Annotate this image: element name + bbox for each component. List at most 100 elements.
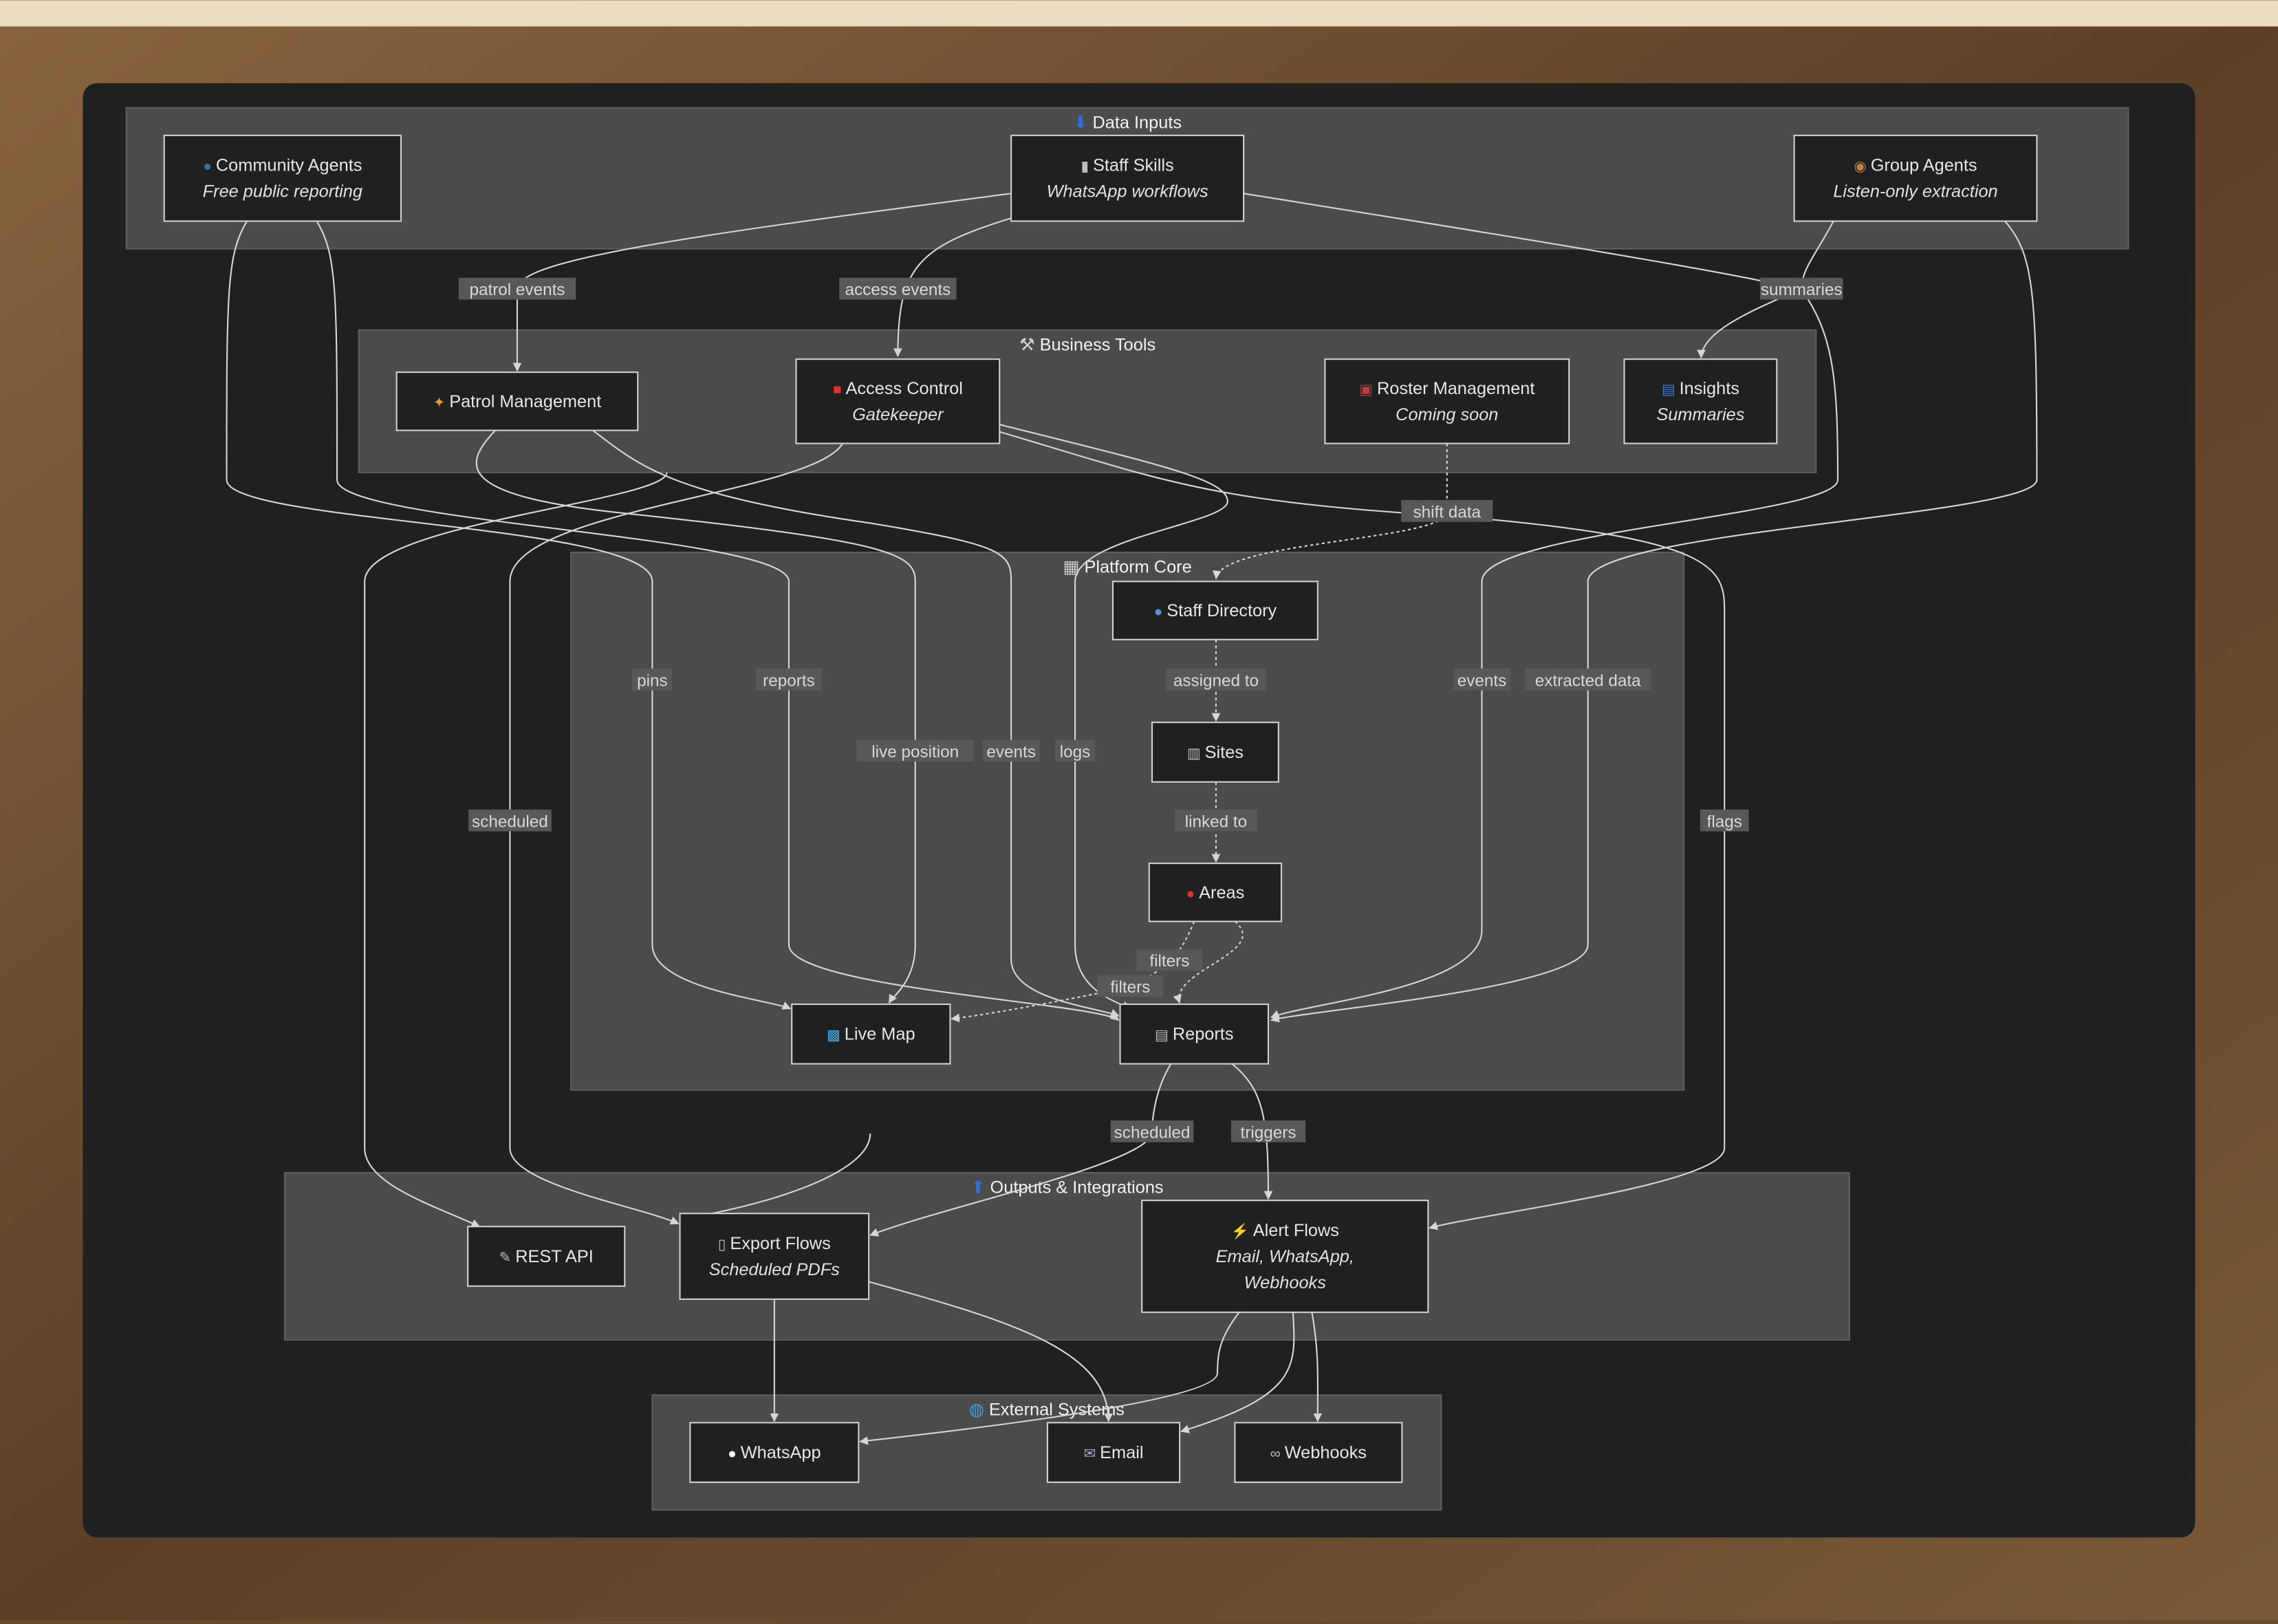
edge-label: scheduled [1110, 1120, 1194, 1143]
svg-text:▥ Sites: ▥ Sites [1187, 743, 1244, 762]
map-icon: ▩ [827, 1028, 845, 1043]
document-icon: ▯ [718, 1237, 730, 1253]
node-livemap[interactable]: ▩ Live Map [791, 1003, 951, 1065]
node-title: Sites [1205, 743, 1244, 762]
edge-label-text: assigned to [1173, 671, 1259, 690]
node-subtitle: Free public reporting [203, 182, 362, 202]
svg-text:▤ Reports: ▤ Reports [1155, 1025, 1234, 1044]
edge-label-text: scheduled [1114, 1123, 1191, 1142]
pin-icon: ● [1186, 886, 1199, 902]
link-icon: ∞ [1270, 1446, 1285, 1462]
outbox-tray-icon: ⬆ [970, 1178, 990, 1198]
top-wall [0, 0, 2278, 27]
edge-community-to-livemap [226, 220, 792, 1010]
edge-label-text: extracted data [1535, 671, 1641, 690]
node-reports[interactable]: ▤ Reports [1119, 1003, 1270, 1065]
edge-label-text: shift data [1413, 503, 1482, 521]
svg-text:⚒ Business Tools: ⚒ Business Tools [1019, 335, 1156, 354]
node-patrol[interactable]: ✦ Patrol Management [395, 371, 639, 431]
calendar-icon: ▣ [1359, 382, 1377, 398]
svg-text:▯ Export Flows: ▯ Export Flows [718, 1234, 831, 1253]
bar-chart-icon: ▤ [1662, 382, 1680, 398]
edge-label-text: scheduled [472, 812, 548, 831]
node-title: Community Agents [216, 156, 362, 175]
svg-text:✎ REST API: ✎ REST API [499, 1247, 594, 1266]
office-building-icon: ▥ [1187, 746, 1205, 761]
node-title: Reports [1173, 1025, 1234, 1044]
node-webhooks[interactable]: ∞ Webhooks [1234, 1422, 1403, 1483]
edge-label: events [1453, 669, 1511, 691]
edge-label: filters [1136, 949, 1203, 971]
edge-label-text: summaries [1761, 281, 1843, 299]
edge-label: flags [1700, 809, 1749, 832]
node-subtitle: Webhooks [1244, 1273, 1327, 1292]
node-title: WhatsApp [741, 1443, 821, 1462]
inbox-tray-icon: ⬇ [1073, 113, 1092, 132]
speech-bubble-icon: ● [728, 1446, 741, 1462]
car-icon: ■ [833, 382, 846, 398]
node-title: Patrol Management [449, 392, 601, 411]
svg-text:✦ Patrol Management: ✦ Patrol Management [433, 392, 602, 411]
node-title: Alert Flows [1253, 1221, 1339, 1240]
edge-label: pins [632, 669, 673, 691]
svg-text:⬇ Data Inputs: ⬇ Data Inputs [1073, 113, 1182, 132]
edge-areas-to-reports [1173, 920, 1244, 1004]
walking-person-icon: ✦ [433, 395, 450, 411]
node-email[interactable]: ✉ Email [1046, 1422, 1181, 1483]
svg-text:∞ Webhooks: ∞ Webhooks [1270, 1443, 1367, 1462]
plug-icon: ✎ [499, 1250, 516, 1266]
cluster-title: Outputs & Integrations [990, 1178, 1164, 1198]
edge-label: patrol events [458, 277, 576, 300]
svg-text:● Areas: ● Areas [1186, 883, 1244, 902]
edge-access-to-alert [999, 431, 1726, 1231]
node-subtitle: Summaries [1656, 405, 1744, 424]
edge-label: events [982, 739, 1040, 762]
edge-label: shift data [1401, 500, 1493, 522]
hammer-wrench-icon: ⚒ [1019, 335, 1040, 354]
node-restapi[interactable]: ✎ REST API [467, 1226, 626, 1287]
svg-text:● Community Agents: ● Community Agents [203, 156, 362, 175]
globe-icon: ◍ [969, 1400, 989, 1420]
node-title: Group Agents [1871, 156, 1977, 175]
node-title: Export Flows [730, 1234, 830, 1253]
edge-reports-to-alert [1231, 1063, 1273, 1200]
edge-label: linked to [1174, 809, 1258, 832]
node-title: REST API [515, 1247, 594, 1266]
speech-head-icon: ● [203, 159, 216, 175]
node-title: Staff Directory [1167, 601, 1277, 620]
edge-alert-to-webhooks [1311, 1312, 1323, 1422]
envelope-icon: ✉ [1084, 1446, 1100, 1462]
cluster-title: Business Tools [1040, 335, 1156, 354]
node-subtitle: Scheduled PDFs [709, 1260, 840, 1279]
node-areas[interactable]: ● Areas [1148, 863, 1283, 922]
edge-access-to-reports [999, 424, 1228, 1010]
edge-staff-to-access [893, 217, 1012, 358]
node-title: Insights [1680, 379, 1739, 398]
clipboard-icon: ▤ [1155, 1028, 1173, 1043]
edge-label: reports [756, 669, 822, 691]
edge-label-text: reports [763, 671, 815, 690]
svg-text:■ Access Control: ■ Access Control [833, 379, 963, 398]
edge-label-text: triggers [1241, 1123, 1297, 1142]
edge-access-to-export [509, 443, 844, 1225]
edge-alert-to-whatsapp [859, 1312, 1240, 1445]
edge-label-text: logs [1060, 743, 1091, 761]
node-sites[interactable]: ▥ Sites [1151, 722, 1279, 783]
node-directory[interactable]: ● Staff Directory [1111, 581, 1319, 640]
edge-patrol-to-restapi [364, 472, 668, 1228]
edge-label: triggers [1230, 1120, 1306, 1143]
edge-label: access events [839, 277, 957, 300]
edge-livemap-to-export [711, 1133, 871, 1215]
edge-label: logs [1054, 739, 1096, 762]
node-whatsapp[interactable]: ● WhatsApp [689, 1422, 860, 1483]
cluster-title: Platform Core [1084, 558, 1191, 577]
